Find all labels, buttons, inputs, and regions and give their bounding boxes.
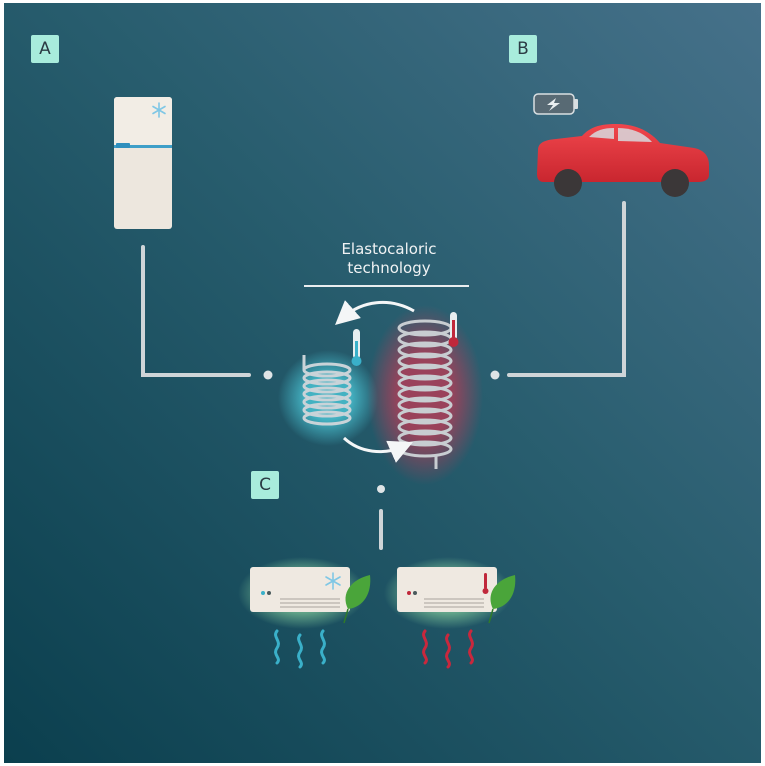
- connector-lines: [141, 201, 626, 550]
- leaf-icon: [488, 575, 516, 624]
- snowflake-icon: [325, 572, 341, 590]
- snowflake-icon: [152, 102, 166, 118]
- connector-a: [141, 245, 251, 377]
- diagram-canvas: [4, 3, 761, 763]
- connector-dot-c: [377, 485, 385, 493]
- cold-thermometer-icon: [351, 329, 362, 366]
- battery-icon: [533, 93, 578, 115]
- connector-dot-a: [263, 370, 273, 380]
- panel-label-a: A: [31, 35, 59, 63]
- title-underline: [304, 285, 469, 287]
- center-title: Elastocaloric technology: [304, 240, 474, 278]
- car-front-wheel: [661, 169, 689, 197]
- panel-label-c: C: [251, 471, 279, 499]
- cycle-arrow-icon: [335, 300, 415, 325]
- figure-frame: A B C Elastocaloric technology: [4, 3, 761, 763]
- connector-b: [507, 201, 626, 377]
- cycle-arrow-icon: [342, 436, 413, 463]
- heat-waves-icon: [422, 629, 474, 669]
- cold-air-waves-icon: [274, 629, 326, 669]
- leaf-icon: [343, 575, 371, 624]
- cold-coil-icon: [278, 329, 378, 446]
- thermometer-icon: [482, 573, 489, 594]
- fridge-icon: [114, 97, 172, 229]
- car-rear-wheel: [554, 169, 582, 197]
- connector-dot-b: [490, 370, 500, 380]
- lightning-icon: [547, 98, 560, 111]
- air-conditioner-heating: [384, 557, 516, 669]
- hot-coil-icon: [367, 305, 483, 485]
- hot-thermometer-icon: [448, 312, 459, 347]
- panel-label-b: B: [509, 35, 537, 63]
- air-conditioner-cooling: [238, 557, 371, 669]
- car-icon: [537, 124, 709, 197]
- center-title-line2: technology: [347, 259, 431, 277]
- center-title-line1: Elastocaloric: [341, 240, 437, 258]
